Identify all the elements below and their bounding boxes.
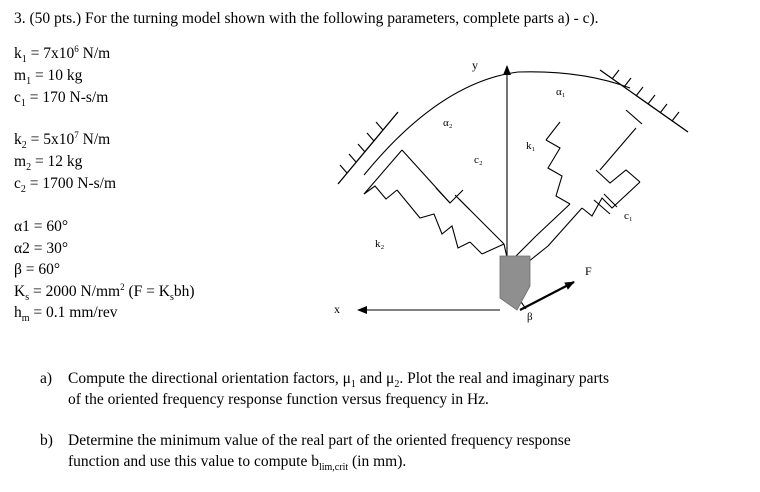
param-k2: k2 = 5x107 N/m: [14, 130, 111, 152]
part-b-line1: Determine the minimum value of the real …: [68, 432, 571, 449]
cutting-tool: [499, 255, 531, 311]
label-k1: k₁: [526, 140, 536, 152]
part-a-line2: of the oriented frequency response funct…: [68, 391, 489, 408]
param-c1: c1 = 170 N-s/m: [14, 89, 109, 110]
right-wall-hatch: [611, 69, 680, 122]
part-b-line2: function and use this value to compute b…: [68, 453, 407, 474]
left-wall-hatch: [339, 121, 384, 174]
label-c1: c₁: [624, 210, 633, 222]
label-beta: β: [527, 311, 533, 323]
param-k1: k1 = 7x106 N/m: [14, 44, 111, 66]
right-wall: [599, 69, 689, 133]
part-a-marker: a): [40, 370, 53, 387]
param-m1: m1 = 10 kg: [14, 67, 83, 88]
param-alpha2: α2 = 30°: [14, 240, 69, 257]
label-y: y: [472, 58, 478, 72]
question-header: 3. (50 pts.) For the turning model shown…: [14, 10, 599, 27]
left-spring-damper: [363, 149, 509, 263]
left-wall: [337, 111, 399, 185]
param-alpha1: α1 = 60°: [14, 218, 69, 235]
label-x: x: [334, 302, 340, 316]
param-beta: β = 60°: [14, 261, 61, 278]
param-m2: m2 = 12 kg: [14, 153, 83, 174]
param-hm: hm = 0.1 mm/rev: [14, 304, 118, 325]
param-ks: Ks = 2000 N/mm2 (F = Ksbh): [14, 282, 195, 304]
force-vector: [519, 281, 575, 311]
outer-arc: [363, 71, 631, 176]
part-b-marker: b): [40, 432, 53, 449]
label-c2: c₂: [474, 154, 483, 166]
param-c2: c2 = 1700 N-s/m: [14, 175, 117, 196]
label-alpha1: α₁: [556, 86, 566, 98]
label-k2: k₂: [375, 238, 385, 250]
label-F: F: [585, 264, 592, 278]
part-a-line1: Compute the directional orientation fact…: [68, 370, 609, 391]
label-alpha2: α₂: [443, 117, 453, 129]
right-spring-damper: [509, 109, 643, 263]
